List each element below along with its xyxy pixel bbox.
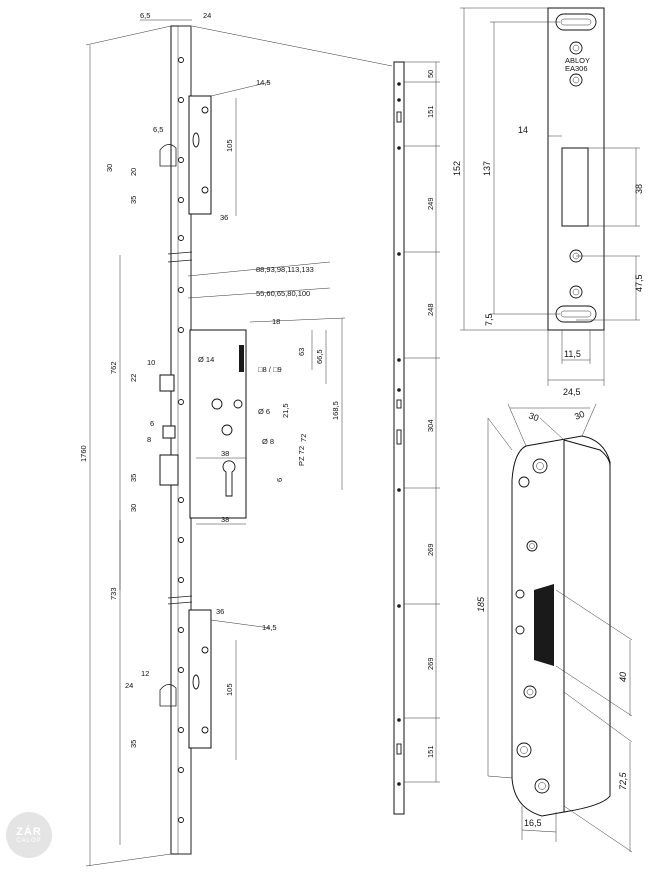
upper-dim-6-5: 6,5 (153, 125, 163, 134)
strike-dim-137: 137 (482, 161, 492, 176)
rail-seg-269-b: 269 (426, 657, 435, 670)
watermark-logo: ZÁR CALOP (6, 812, 52, 858)
dim-middle-section: 762 (109, 361, 118, 374)
iso-dim-40: 40 (618, 672, 628, 682)
rail-seg-151-top: 151 (426, 105, 435, 118)
strike-brand-2: EA306 (565, 64, 588, 73)
strike-dim-7-5: 7,5 (484, 313, 494, 326)
strike-dim-24-5: 24,5 (563, 387, 581, 397)
upper-dim-30: 30 (105, 164, 114, 172)
lower-dim-36: 36 (216, 607, 224, 616)
rail-seg-249: 249 (426, 197, 435, 210)
iso-dim-30-a: 30 (527, 410, 540, 423)
main-dim-38-lower: 38 (221, 515, 229, 524)
main-dim-21-5: 21,5 (281, 403, 290, 418)
main-dim-22: 22 (129, 374, 138, 382)
upper-dim-20: 20 (129, 168, 138, 176)
iso-view (487, 403, 633, 853)
main-dim-63: 63 (297, 348, 306, 356)
iso-dim-185: 185 (476, 596, 486, 612)
iso-view-labels: 30 30 185 40 72,5 16,5 (476, 409, 628, 828)
rail-seg-304: 304 (426, 419, 435, 432)
strike-brand-1: ABLOY (565, 56, 590, 65)
rail-seg-269-a: 269 (426, 543, 435, 556)
long-lock-view (85, 19, 393, 867)
upper-dim-105: 105 (225, 139, 234, 152)
pz-label: PZ 72 (297, 446, 306, 466)
strike-plate-labels: ABLOY EA306 152 137 14 38 47,5 7,5 11,5 … (452, 56, 644, 397)
iso-dim-72-5: 72,5 (618, 771, 628, 790)
iso-dim-30-b: 30 (573, 409, 586, 422)
iso-dim-16-5: 16,5 (524, 818, 542, 828)
rail-view (393, 61, 440, 815)
strike-dim-47-5: 47,5 (634, 274, 644, 292)
backsets-a: 88,93,98,113,133 (256, 265, 314, 274)
rail-seg-248: 248 (426, 303, 435, 316)
rail-view-labels: 50 151 249 248 304 269 269 151 (426, 70, 435, 758)
logo-main-text: ZÁR (16, 826, 42, 838)
hole-dia-14: Ø 14 (198, 355, 214, 364)
main-dim-30: 30 (129, 504, 138, 512)
logo-sub-text: CALOP (16, 838, 42, 844)
rail-seg-50: 50 (426, 70, 435, 78)
main-dim-6-small: 6 (275, 478, 284, 482)
dim-lower-section: 733 (109, 587, 118, 600)
main-dim-18: 18 (272, 317, 280, 326)
dim-total-length: 1760 (79, 445, 88, 462)
backsets-b: 55,60,65,80,100 (256, 289, 310, 298)
main-dim-6: 6 (150, 419, 154, 428)
main-dim-66-5: 66,5 (315, 349, 324, 364)
rail-seg-151-bottom: 151 (426, 745, 435, 758)
lower-dim-24: 24 (125, 681, 133, 690)
hole-dia-6: Ø 6 (258, 407, 270, 416)
strike-dim-152: 152 (452, 161, 462, 176)
upper-dim-14-5: 14,5 (256, 78, 271, 87)
lower-dim-35: 35 (129, 740, 138, 748)
lower-dim-12: 12 (141, 669, 149, 678)
dim-top-6-5: 6,5 (140, 11, 150, 20)
strike-dim-11-5: 11,5 (564, 349, 581, 359)
main-dim-35: 35 (129, 474, 138, 482)
main-dim-72: 72 (299, 434, 308, 442)
strike-plate-view (460, 7, 640, 386)
square-spindle-label: □8 / □9 (258, 365, 282, 374)
main-dim-168-5: 168,5 (331, 401, 340, 420)
hole-dia-8: Ø 8 (262, 437, 274, 446)
strike-dim-38: 38 (634, 184, 644, 194)
main-dim-8: 8 (147, 435, 151, 444)
upper-dim-36: 36 (220, 213, 228, 222)
main-dim-38-upper: 38 (221, 449, 229, 458)
upper-dim-35: 35 (129, 196, 138, 204)
lower-dim-105: 105 (225, 683, 234, 696)
dim-top-24: 24 (203, 11, 211, 20)
lower-dim-14-5: 14,5 (262, 623, 277, 632)
long-view-labels: 6,5 24 1760 762 733 14,5 6,5 105 30 20 3… (79, 11, 340, 748)
main-dim-10: 10 (147, 358, 155, 367)
strike-dim-14: 14 (518, 125, 528, 135)
